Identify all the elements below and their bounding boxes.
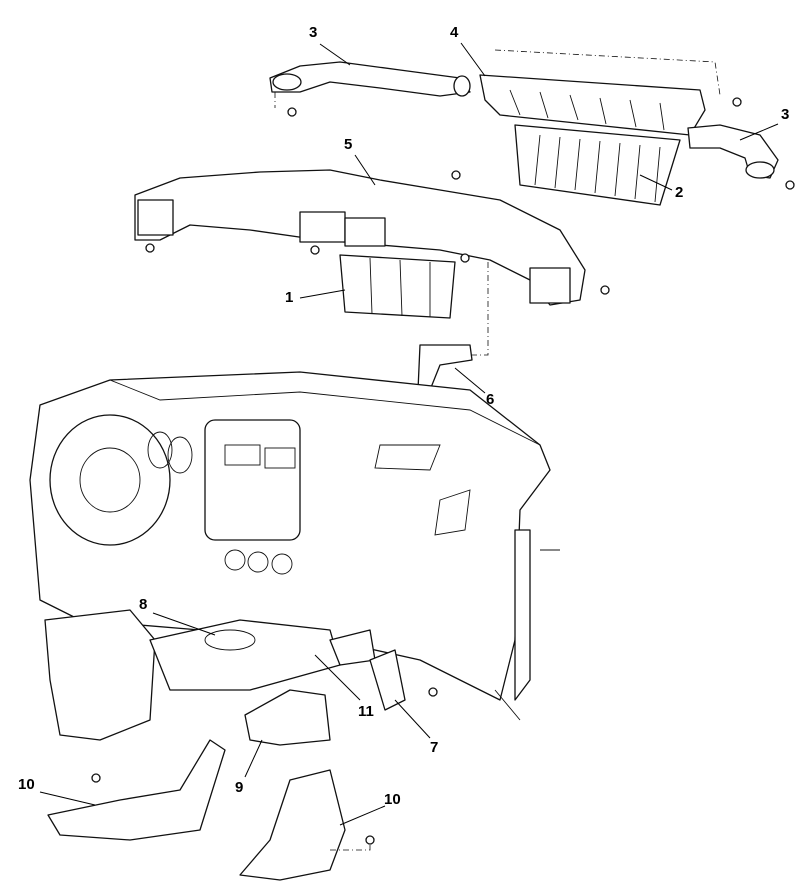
- callout-10-right: 10: [384, 791, 401, 808]
- part-3-right-duct: [687, 124, 795, 190]
- callout-7: 7: [430, 739, 439, 756]
- part-5-center-duct: [134, 169, 610, 306]
- callout-1: 1: [285, 289, 294, 306]
- callout-3-left: 3: [309, 24, 318, 41]
- part-4-defroster-nozzle: [479, 49, 742, 136]
- callout-3-right: 3: [781, 106, 790, 123]
- instrument-panel: [29, 371, 551, 701]
- part-10-right-floor-duct: [239, 769, 375, 881]
- part-9-foot-duct: [244, 689, 331, 746]
- callout-2: 2: [675, 184, 684, 201]
- callout-4: 4: [450, 24, 459, 41]
- part-1-vent-box: [339, 254, 456, 319]
- part-10-left-floor-duct: [47, 739, 226, 841]
- callout-5: 5: [344, 136, 353, 153]
- part-7-foot-duct: [369, 649, 438, 711]
- floor-console: [44, 609, 376, 741]
- side-bracket: [494, 529, 560, 721]
- callout-10-left: 10: [18, 776, 35, 793]
- part-3-left-duct: [269, 61, 471, 117]
- callout-9: 9: [235, 779, 244, 796]
- callout-6: 6: [486, 391, 495, 408]
- leader-lines: [39, 42, 779, 826]
- callout-8: 8: [139, 596, 148, 613]
- part-2-defroster-grille: [514, 124, 681, 206]
- callout-11: 11: [358, 703, 374, 720]
